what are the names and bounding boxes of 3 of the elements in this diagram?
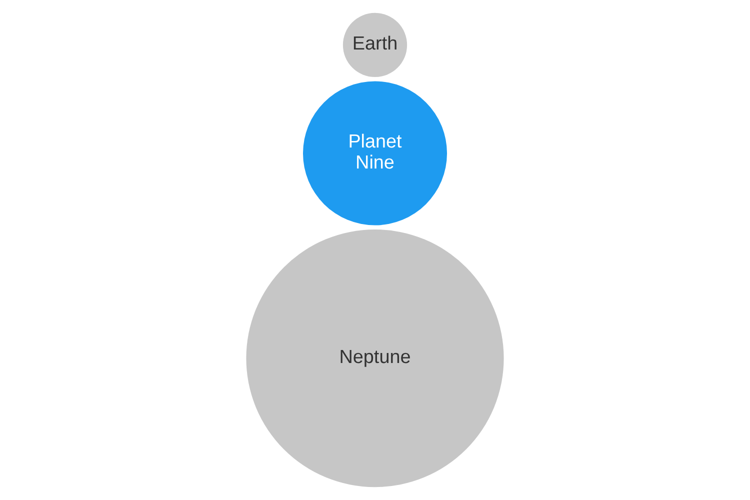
node-circle: Earth	[342, 12, 408, 78]
node-circle: Planet Nine	[302, 81, 448, 226]
node-circle: Neptune	[246, 230, 504, 488]
